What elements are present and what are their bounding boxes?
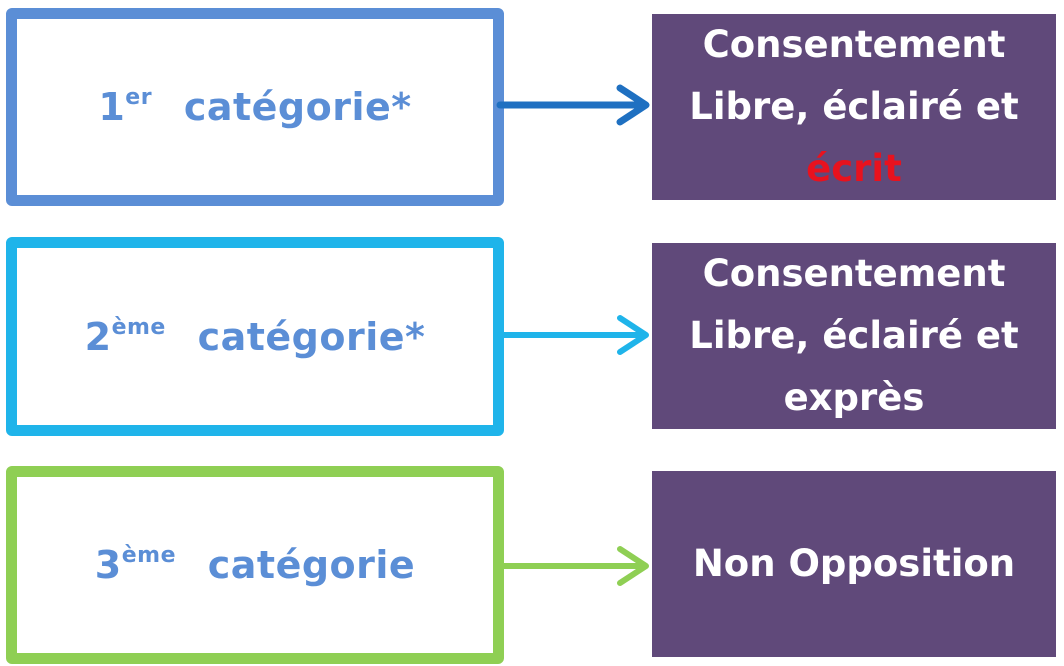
arrow-3 [497, 546, 649, 586]
category-2-word: catégorie* [197, 314, 426, 359]
result-2-line-1: Consentement [702, 252, 1006, 295]
result-3-box: Non Opposition [652, 471, 1056, 657]
arrow-1 [496, 84, 650, 126]
category-1-word: catégorie* [183, 85, 412, 129]
category-1-label: 1er catégorie* [98, 85, 411, 129]
category-2-box: 2ème catégorie* [6, 237, 504, 436]
category-2-suffix: ème [111, 314, 166, 340]
result-1-box: Consentement Libre, éclairé et écrit [652, 14, 1056, 200]
category-2-label: 2ème catégorie* [85, 315, 426, 359]
result-1-line-1: Consentement [702, 23, 1006, 66]
category-3-number: 3 [94, 543, 122, 587]
result-1-line-3: écrit [806, 147, 902, 190]
result-3-text: Non Opposition [693, 533, 1015, 595]
category-2-number: 2 [84, 314, 112, 359]
category-3-label: 3ème catégorie [95, 543, 415, 587]
result-2-text: Consentement Libre, éclairé et exprès [689, 243, 1018, 429]
result-2-box: Consentement Libre, éclairé et exprès [652, 243, 1056, 429]
category-1-suffix: er [125, 85, 153, 110]
result-2-line-2: Libre, éclairé et [689, 314, 1019, 357]
result-1-line-2: Libre, éclairé et [689, 85, 1019, 128]
result-2-line-3: exprès [783, 376, 925, 419]
category-3-box: 3ème catégorie [6, 466, 504, 664]
category-1-number: 1 [98, 85, 126, 129]
arrow-2 [497, 315, 649, 355]
category-3-suffix: ème [121, 543, 177, 568]
category-3-word: catégorie [207, 543, 416, 587]
category-1-box: 1er catégorie* [6, 8, 504, 206]
result-1-text: Consentement Libre, éclairé et écrit [689, 14, 1018, 200]
result-3-line-1: Non Opposition [692, 542, 1016, 585]
